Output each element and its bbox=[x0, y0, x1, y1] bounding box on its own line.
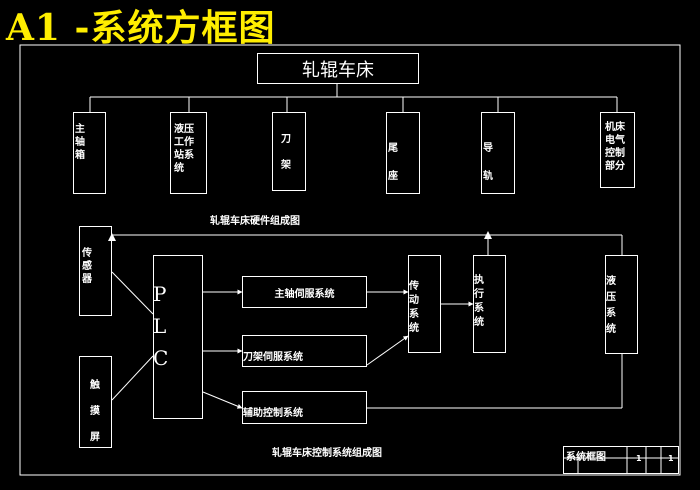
sensor-label: 传感器 bbox=[82, 248, 92, 285]
title-block-cell-a: 1 bbox=[636, 454, 642, 463]
page-title: A1 -系统方框图 bbox=[6, 7, 276, 49]
drawing-frame bbox=[19, 44, 681, 476]
aux-control-box: 辅助控制系统 bbox=[242, 391, 367, 424]
hw-box-tool-holder: 刀架 bbox=[272, 112, 306, 191]
arrow-up-sensor bbox=[108, 233, 116, 241]
touch-screen-label: 触摸屏 bbox=[90, 380, 100, 443]
title-block bbox=[563, 446, 679, 474]
plc-box: PLC bbox=[153, 255, 203, 419]
sensor-to-plc-line bbox=[111, 271, 154, 315]
hw-box-label: 尾座 bbox=[388, 143, 398, 182]
hw-box-label: 主轴箱 bbox=[75, 124, 85, 161]
caption-hardware: 轧辊车床硬件组成图 bbox=[210, 216, 300, 227]
tool-servo-label: 刀架伺服系统 bbox=[243, 352, 303, 363]
execution-label: 执行系统 bbox=[474, 275, 484, 328]
caption-control: 轧辊车床控制系统组成图 bbox=[272, 448, 382, 459]
execution-box: 执行系统 bbox=[473, 255, 506, 353]
hw-box-label: 刀架 bbox=[281, 134, 291, 171]
transmission-box: 传动系统 bbox=[408, 255, 441, 353]
hw-box-tailstock: 尾座 bbox=[386, 112, 420, 194]
touch-screen-box: 触摸屏 bbox=[79, 356, 112, 448]
hw-box-spindle: 主轴箱 bbox=[73, 112, 106, 194]
touch-to-plc-line bbox=[111, 355, 154, 401]
hw-box-electrical: 机床电气控制部分 bbox=[600, 112, 635, 188]
tool-servo-box: 刀架伺服系统 bbox=[242, 335, 367, 367]
hw-box-label: 液压工作站系统 bbox=[174, 124, 194, 174]
transmission-label: 传动系统 bbox=[409, 281, 419, 334]
title-block-name: 系统框图 bbox=[566, 452, 606, 463]
top-box-roll-lathe: 轧辊车床 bbox=[257, 53, 419, 84]
plc-label: PLC bbox=[153, 282, 169, 370]
hw-box-label: 导轨 bbox=[483, 143, 493, 182]
arrow-up-execution bbox=[484, 231, 492, 239]
hw-box-hydraulic-station: 液压工作站系统 bbox=[170, 112, 207, 194]
hw-box-guide-rail: 导轨 bbox=[481, 112, 515, 194]
aux-control-label: 辅助控制系统 bbox=[243, 408, 303, 419]
hw-box-label: 机床电气控制部分 bbox=[605, 122, 625, 172]
sensor-box: 传感器 bbox=[79, 226, 112, 316]
hydraulic-box: 液压系统 bbox=[605, 255, 638, 354]
spindle-servo-box: 主轴伺服系统 bbox=[242, 276, 367, 308]
title-block-cell-b: 1 bbox=[668, 454, 674, 463]
hydraulic-label: 液压系统 bbox=[606, 276, 616, 335]
